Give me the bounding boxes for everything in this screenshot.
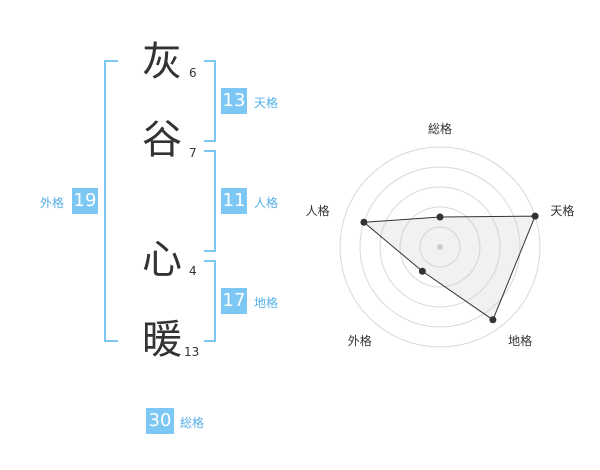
- radar-point-1: [531, 212, 539, 220]
- radar-axis-label-1: 天格: [550, 203, 574, 218]
- radar-ring-4: [359, 166, 521, 328]
- gaikaku-bracket: [104, 60, 118, 342]
- jinkaku-label: 人格: [254, 196, 279, 210]
- tenkaku-bracket: [204, 60, 216, 142]
- jinkaku-bracket: [204, 150, 216, 252]
- stroke-count-2: 7: [189, 146, 197, 160]
- radar-point-4: [360, 218, 368, 226]
- soukaku-label: 総格: [180, 416, 205, 430]
- radar-axis-label-2: 地格: [508, 333, 532, 348]
- chikaku-bracket: [204, 260, 216, 342]
- radar-series-polygon: [362, 215, 536, 321]
- radar-axis-label-3: 外格: [348, 333, 372, 348]
- radar-point-0: [436, 213, 444, 221]
- radar-ring-3: [379, 186, 501, 308]
- radar-ring-5: [339, 146, 541, 348]
- radar-axis-label-4: 人格: [306, 203, 330, 218]
- stroke-count-3: 4: [189, 264, 197, 278]
- tenkaku-value: 13: [221, 88, 247, 114]
- chikaku-value: 17: [221, 288, 247, 314]
- radar-ring-1: [419, 226, 461, 268]
- radar-axis-label-0: 総格: [428, 121, 452, 136]
- radar-ring-2: [399, 206, 481, 288]
- jinkaku-value: 11: [221, 188, 247, 214]
- name-char-3: 心: [142, 237, 182, 283]
- radar-center-dot: [437, 244, 443, 250]
- gaikaku-label: 外格: [40, 196, 65, 210]
- name-char-4: 暖: [142, 317, 182, 363]
- name-char-1: 灰: [142, 39, 182, 85]
- name-char-2: 谷: [142, 117, 182, 163]
- tenkaku-label: 天格: [254, 96, 279, 110]
- stroke-count-4: 13: [184, 345, 200, 359]
- stroke-count-1: 6: [189, 66, 197, 80]
- radar-point-3: [418, 267, 426, 275]
- soukaku-value: 30: [146, 408, 174, 434]
- gaikaku-value: 19: [72, 188, 98, 214]
- chikaku-label: 地格: [254, 296, 279, 310]
- radar-point-2: [489, 316, 497, 324]
